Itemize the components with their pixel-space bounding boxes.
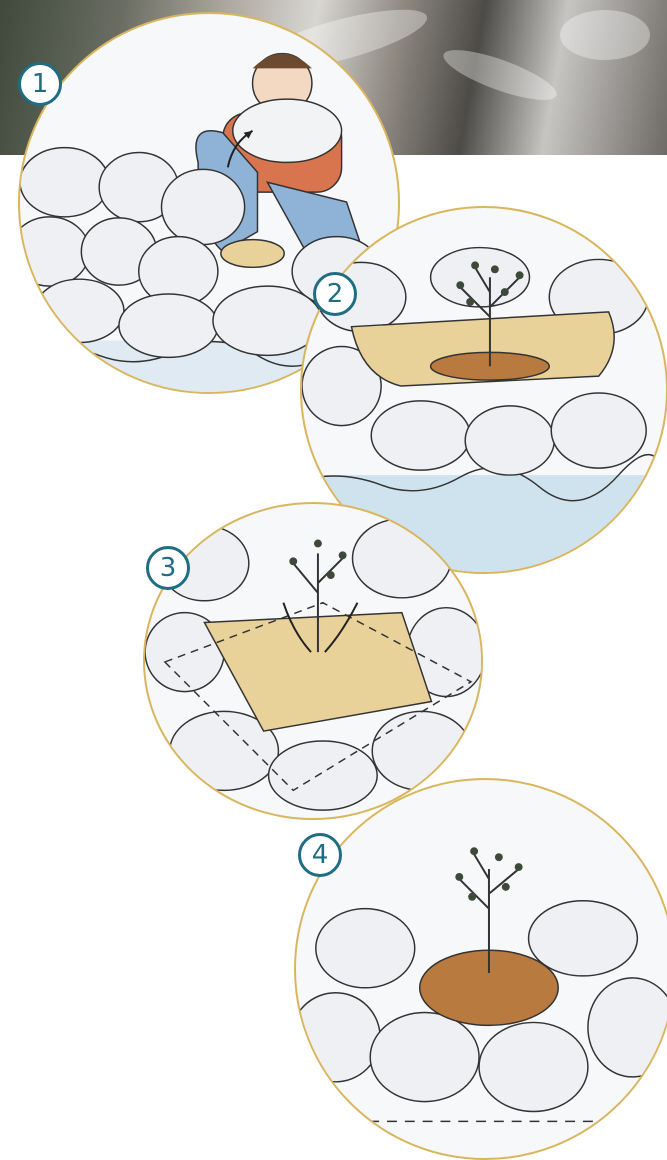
- step-number-badge: 1: [18, 62, 62, 106]
- wrapped-burlap-svg: [145, 504, 481, 818]
- step-number-badge: 3: [146, 546, 190, 590]
- step-3-illustration: [143, 502, 483, 820]
- step-4-illustration: [294, 778, 667, 1160]
- step-number-badge: 2: [313, 272, 357, 316]
- stone-icon: [233, 99, 342, 162]
- step-number-badge: 4: [298, 833, 342, 877]
- planted-tree-svg: [296, 780, 667, 1158]
